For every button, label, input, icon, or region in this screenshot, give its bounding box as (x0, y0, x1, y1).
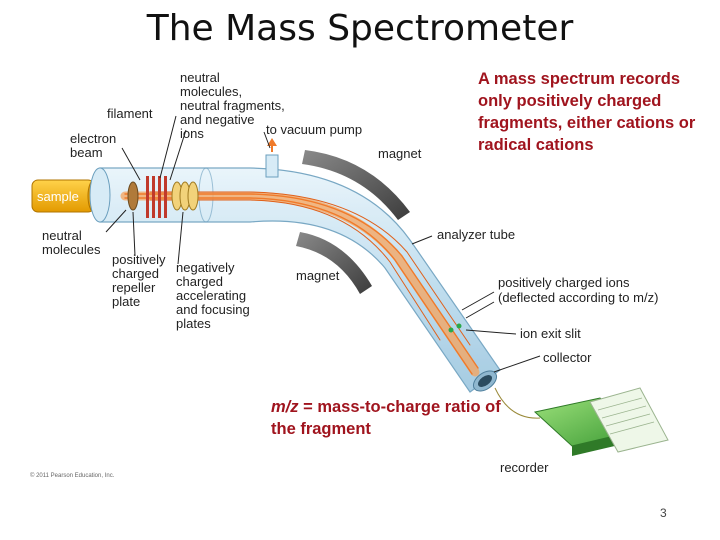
recorder-device (494, 387, 669, 456)
label-neutral-top-line: neutral (180, 70, 220, 85)
magnet-bottom-shape (296, 232, 372, 294)
label-neutral-top-line: molecules, (180, 84, 242, 99)
ion-exit-slit-marker (448, 323, 462, 333)
label-positive-ions: (deflected according to m/z) (498, 290, 658, 305)
label-accelerating-line: negatively (176, 260, 235, 275)
page-number: 3 (660, 506, 667, 520)
leader-lines (105, 115, 541, 373)
label-accelerating-line: charged (176, 274, 223, 289)
label-electron-beam: beam (70, 145, 103, 160)
ion-beam (120, 191, 480, 377)
label-repeller: positively charged repeller plate (112, 252, 166, 309)
label-ion-exit-slit: ion exit slit (520, 326, 581, 341)
mz-definition: m/z = mass-to-charge ratio of the fragme… (271, 396, 521, 440)
label-neutral-top-line: neutral fragments, (180, 98, 285, 113)
label-repeller-line: charged (112, 266, 159, 281)
label-repeller-line: repeller (112, 280, 156, 295)
label-filament: filament (107, 106, 153, 121)
label-analyzer-tube: analyzer tube (437, 227, 515, 242)
slide-title: The Mass Spectrometer (146, 8, 574, 49)
mz-text: = mass-to-charge ratio of the fragment (271, 398, 501, 438)
ion-source-components (127, 176, 199, 218)
note-text: A mass spectrum records only positively … (478, 70, 696, 154)
label-neutral-molecules: molecules (42, 242, 101, 257)
copyright: © 2011 Pearson Education, Inc. (30, 473, 115, 479)
label-sample: sample (37, 189, 79, 204)
label-collector: collector (543, 350, 592, 365)
label-accelerating-line: and focusing (176, 302, 250, 317)
label-accelerating-line: accelerating (176, 288, 246, 303)
label-recorder: recorder (500, 460, 549, 475)
label-repeller-line: positively (112, 252, 166, 267)
label-neutral-top-line: and negative (180, 112, 254, 127)
label-accelerating: negatively charged accelerating and focu… (176, 260, 250, 331)
label-magnet-bottom: magnet (296, 268, 340, 283)
vacuum-pump-port (265, 138, 279, 178)
spectrometer-tube (89, 167, 501, 393)
label-accelerating-line: plates (176, 316, 211, 331)
label-magnet-top: magnet (378, 146, 422, 161)
mz-symbol: m/z (271, 398, 299, 416)
label-neutral-molecules: neutral (42, 228, 82, 243)
label-neutral-top-line: ions (180, 126, 204, 141)
label-neutral-top: neutral molecules, neutral fragments, an… (180, 70, 285, 141)
label-positive-ions: positively charged ions (498, 275, 630, 290)
label-vacuum-pump: to vacuum pump (266, 122, 362, 137)
label-electron-beam: electron (70, 131, 116, 146)
magnet-top-shape (302, 150, 410, 220)
label-repeller-line: plate (112, 294, 140, 309)
